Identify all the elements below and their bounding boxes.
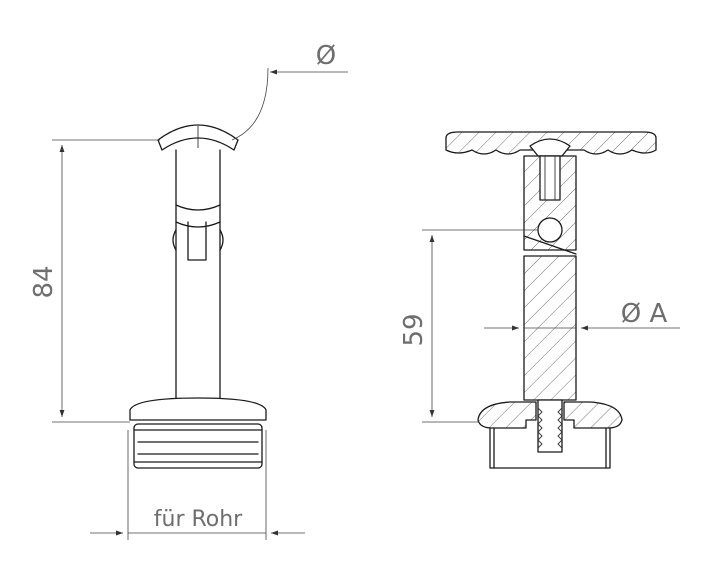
- dimension-tube-width: für Rohr: [90, 430, 305, 540]
- hinge-left: [172, 204, 224, 261]
- base-ring-left: [133, 423, 263, 469]
- base-section-right: [477, 401, 537, 429]
- base-flange-left: [129, 397, 267, 421]
- saddle-top-left: [157, 124, 239, 151]
- diameter-callout: Ø: [231, 41, 348, 141]
- screw-shaft: [539, 155, 561, 201]
- left-view: [129, 124, 267, 469]
- diameter-top-label: Ø: [316, 41, 336, 71]
- diameter-a-label: Ø A: [621, 299, 668, 329]
- tube-left: [175, 149, 221, 399]
- height-59-label: 59: [399, 313, 429, 346]
- hinge-pin: [537, 217, 563, 243]
- dimension-84: 84: [29, 139, 160, 423]
- base-ring-right: [489, 427, 611, 469]
- tube-width-label: für Rohr: [154, 507, 243, 532]
- screw-head: [529, 138, 571, 157]
- threaded-stud: [537, 399, 563, 453]
- dimension-59: 59: [399, 229, 538, 423]
- dimension-diameter-a: Ø A: [484, 299, 680, 331]
- height-84-label: 84: [29, 265, 59, 298]
